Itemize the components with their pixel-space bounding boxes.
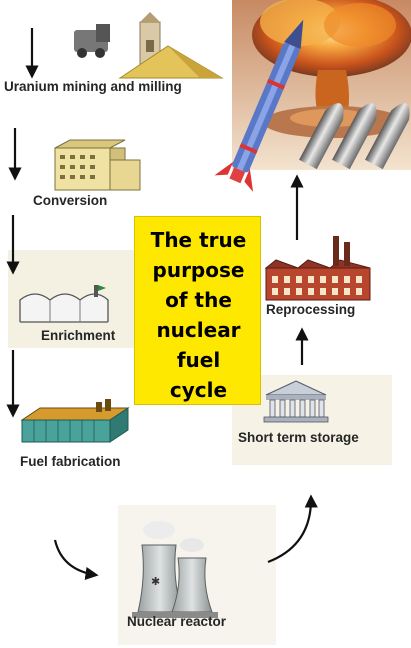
label-uranium-mining: Uranium mining and milling — [4, 79, 182, 94]
mine-building-and-truck-icon — [74, 12, 224, 79]
callout-line-3: of the — [165, 288, 232, 312]
callout-line-6: cycle — [169, 378, 228, 402]
label-nuclear-reactor: Nuclear reactor — [127, 614, 227, 629]
callout-line-4: nuclear — [156, 318, 241, 342]
brick-factory-icon — [264, 236, 371, 301]
callout-line-2: purpose — [152, 258, 245, 282]
svg-text:✱: ✱ — [151, 575, 160, 588]
enrichment-plant-icon — [8, 250, 136, 348]
factory-building-icon — [54, 139, 141, 191]
label-fuel-fabrication: Fuel fabrication — [20, 454, 121, 469]
arrow-curve-to-reactor — [53, 539, 99, 580]
label-enrichment: Enrichment — [41, 328, 116, 343]
purpose-callout-text: The true purpose of the nuclear fuel cyc… — [135, 225, 262, 405]
callout-line-1: The true — [150, 228, 247, 252]
cooling-towers-icon: ✱ — [118, 505, 276, 645]
callout-line-5: fuel — [176, 348, 221, 372]
label-reprocessing: Reprocessing — [266, 302, 356, 317]
purpose-callout-box: The true purpose of the nuclear fuel cyc… — [134, 216, 261, 405]
fuel-fabrication-plant-icon — [20, 399, 130, 443]
missile-icon — [214, 19, 304, 192]
label-short-term-storage: Short term storage — [238, 430, 359, 445]
arrow-curve-to-storage — [267, 494, 318, 564]
label-conversion: Conversion — [33, 193, 108, 208]
warhead-icon — [299, 103, 410, 170]
